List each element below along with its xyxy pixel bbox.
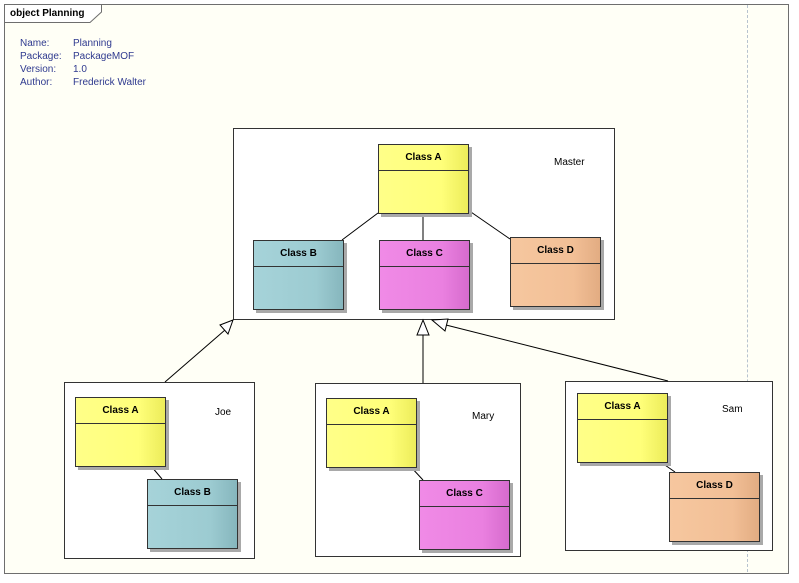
- class-a-mary-name: Class A: [327, 399, 416, 425]
- package-sam-label: Sam: [722, 404, 743, 415]
- meta-value: Frederick Walter: [73, 77, 146, 88]
- class-c-master[interactable]: Class C: [379, 240, 470, 310]
- diagram-title: object Planning: [10, 8, 85, 19]
- generalization-joe-master[interactable]: [164, 329, 226, 383]
- diagram-notes: Name: Planning Package: PackageMOF Version…: [20, 37, 146, 89]
- meta-key: Version:: [20, 64, 57, 75]
- class-c-master-name: Class C: [380, 241, 469, 267]
- package-master-label: Master: [554, 157, 585, 168]
- class-d-sam[interactable]: Class D: [669, 472, 760, 542]
- class-c-mary[interactable]: Class C: [419, 480, 510, 550]
- class-a-master[interactable]: Class A: [378, 144, 469, 214]
- association-mary-a-c[interactable]: [409, 465, 424, 481]
- class-d-master[interactable]: Class D: [510, 237, 601, 307]
- class-a-joe[interactable]: Class A: [75, 397, 166, 467]
- association-joe-a-b[interactable]: [150, 465, 163, 480]
- diagram-title-tab: object Planning: [4, 4, 102, 23]
- class-a-sam[interactable]: Class A: [577, 393, 668, 463]
- class-b-joe[interactable]: Class B: [147, 479, 238, 549]
- meta-row-name: Name: Planning: [20, 37, 146, 50]
- class-a-master-name: Class A: [379, 145, 468, 171]
- association-master-a-d[interactable]: [467, 209, 511, 240]
- class-c-mary-name: Class C: [420, 481, 509, 507]
- meta-row-version: Version: 1.0: [20, 63, 146, 76]
- class-d-master-name: Class D: [511, 238, 600, 264]
- meta-value: 1.0: [73, 64, 87, 75]
- package-joe-label: Joe: [215, 407, 232, 418]
- meta-key: Name:: [20, 38, 50, 49]
- generalization-sam-master[interactable]: [445, 324, 669, 382]
- meta-row-package: Package: PackageMOF: [20, 50, 146, 63]
- package-mary-label: Mary: [472, 411, 495, 422]
- association-sam-a-d[interactable]: [661, 462, 676, 473]
- class-d-sam-name: Class D: [670, 473, 759, 499]
- class-a-mary[interactable]: Class A: [326, 398, 417, 468]
- class-b-master[interactable]: Class B: [253, 240, 344, 310]
- generalization-joe-arrowhead: [219, 319, 234, 335]
- class-a-joe-name: Class A: [76, 398, 165, 424]
- class-b-joe-name: Class B: [148, 480, 237, 506]
- meta-key: Author:: [20, 77, 53, 88]
- meta-value: Planning: [73, 38, 112, 49]
- meta-value: PackageMOF: [73, 51, 135, 62]
- generalization-mary-arrowhead: [416, 318, 430, 336]
- meta-key: Package:: [20, 51, 62, 62]
- class-b-master-name: Class B: [254, 241, 343, 267]
- generalization-sam-arrowhead: [430, 318, 449, 332]
- association-master-a-b[interactable]: [341, 212, 379, 241]
- title-tab-shape: [4, 4, 102, 23]
- class-a-sam-name: Class A: [578, 394, 667, 420]
- meta-row-author: Author: Frederick Walter: [20, 76, 146, 89]
- page-margin-line: [747, 5, 748, 572]
